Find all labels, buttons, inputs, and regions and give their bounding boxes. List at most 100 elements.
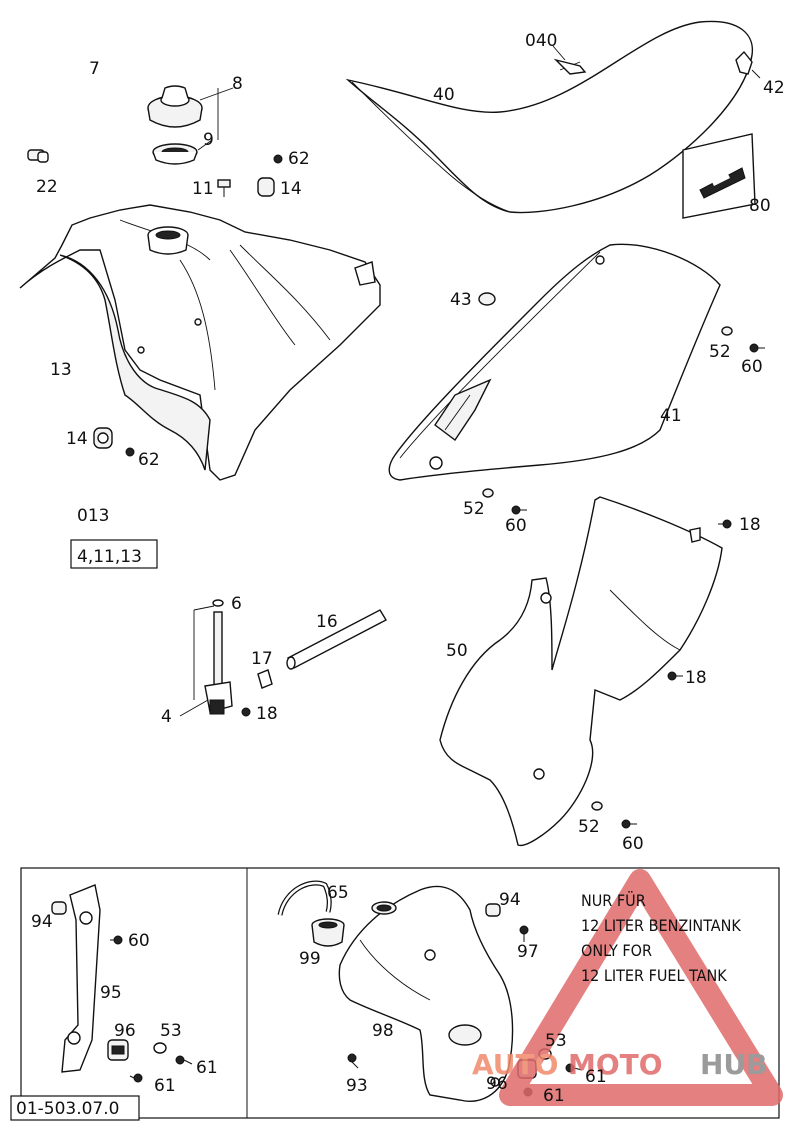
small-tank-98 <box>338 885 514 1102</box>
bushing-14-mid <box>93 427 113 449</box>
screw-61a <box>175 1055 193 1065</box>
grommet-43 <box>478 292 496 306</box>
watermark-part1: AUTO <box>472 1048 558 1081</box>
screw-93 <box>347 1053 359 1069</box>
label-16: 16 <box>316 612 338 632</box>
watermark-part3: HUB <box>700 1048 768 1081</box>
label-13: 13 <box>50 360 72 380</box>
hose-clip <box>27 149 49 163</box>
fuel-tap <box>204 599 233 715</box>
label-53b: 53 <box>545 1031 567 1051</box>
kit-contents: 4,11,13 <box>77 547 142 567</box>
label-99: 99 <box>299 949 321 969</box>
label-22: 22 <box>36 177 58 197</box>
label-95: 95 <box>100 983 122 1003</box>
label-94b: 94 <box>499 890 521 910</box>
label-18b: 18 <box>739 515 761 535</box>
washer-52c <box>591 801 603 811</box>
label-53a: 53 <box>160 1021 182 1041</box>
label-6: 6 <box>231 594 242 614</box>
diagram-code: 01-503.07.0 <box>16 1099 119 1119</box>
label-93: 93 <box>346 1076 368 1096</box>
clip-17 <box>257 669 273 689</box>
note-line-3: ONLY FOR <box>581 941 652 960</box>
screw-60d <box>110 935 123 945</box>
watermark-part2: MOTO <box>568 1048 663 1081</box>
spacer-94a <box>51 901 67 915</box>
breather-hose-65 <box>277 880 332 916</box>
label-41: 41 <box>660 406 682 426</box>
seat <box>345 20 754 214</box>
label-14-mid: 14 <box>66 429 88 449</box>
label-040: 040 <box>525 31 557 51</box>
diagram-code-box <box>10 1095 140 1121</box>
label-96a: 96 <box>114 1021 136 1041</box>
label-17: 17 <box>251 649 273 669</box>
label-52b: 52 <box>463 499 485 519</box>
automotohub-watermark: AUTO MOTO HUB <box>472 869 783 1106</box>
label-60b: 60 <box>505 516 527 536</box>
washer-52a <box>721 326 733 336</box>
label-50: 50 <box>446 641 468 661</box>
label-65: 65 <box>327 883 349 903</box>
label-94a: 94 <box>31 912 53 932</box>
label-4: 4 <box>161 707 172 727</box>
label-80: 80 <box>749 196 771 216</box>
washer-53a <box>153 1042 167 1054</box>
label-14-top: 14 <box>280 179 302 199</box>
screw-60b <box>511 505 527 515</box>
ktm-sticker <box>682 133 756 219</box>
label-96b: 96 <box>486 1074 508 1094</box>
fuel-hose-16 <box>286 609 387 670</box>
label-61a: 61 <box>196 1058 218 1078</box>
label-61b: 61 <box>154 1076 176 1096</box>
label-42: 42 <box>763 78 785 98</box>
tank-cap <box>147 85 203 165</box>
fuel-breather-hose <box>60 56 170 153</box>
label-62-top: 62 <box>288 149 310 169</box>
screw-60a <box>749 343 765 353</box>
label-43: 43 <box>450 290 472 310</box>
label-8: 8 <box>232 74 243 94</box>
bushing-96a <box>107 1039 129 1061</box>
screw-61b <box>129 1073 143 1083</box>
label-60a: 60 <box>741 357 763 377</box>
label-61d: 61 <box>543 1086 565 1106</box>
label-62-mid: 62 <box>138 450 160 470</box>
screw-62-mid <box>125 447 135 457</box>
label-013: 013 <box>77 506 109 526</box>
note-line-4: 12 LITER FUEL TANK <box>581 966 727 985</box>
screw-11 <box>217 179 231 197</box>
screw-18a <box>241 707 251 717</box>
label-7: 7 <box>89 59 100 79</box>
label-9: 9 <box>203 130 214 150</box>
note-line-1: NUR FÜR <box>581 891 646 910</box>
fuel-tank <box>19 204 381 481</box>
screw-62-top <box>273 154 283 164</box>
label-52c: 52 <box>578 817 600 837</box>
screw-60c <box>621 819 637 829</box>
bracket-95 <box>61 884 101 1073</box>
label-97: 97 <box>517 942 539 962</box>
screw-18b <box>718 519 732 529</box>
cap-99 <box>311 918 345 947</box>
label-61c: 61 <box>585 1067 607 1087</box>
washer-52b <box>482 488 494 498</box>
label-11: 11 <box>192 179 214 199</box>
label-40: 40 <box>433 85 455 105</box>
screw-18c <box>667 671 683 681</box>
label-60c: 60 <box>622 834 644 854</box>
screw-97 <box>519 925 529 942</box>
optional-parts-frame <box>20 867 780 1119</box>
label-52a: 52 <box>709 342 731 362</box>
label-98: 98 <box>372 1021 394 1041</box>
note-line-2: 12 LITER BENZINTANK <box>581 916 741 935</box>
spacer-94b <box>485 903 501 917</box>
kit-box <box>70 539 158 569</box>
bushing-14-top <box>257 177 275 197</box>
side-panel-left <box>439 496 723 847</box>
screw-61c <box>565 1063 583 1073</box>
label-18c: 18 <box>685 668 707 688</box>
side-panel-right <box>388 243 721 481</box>
